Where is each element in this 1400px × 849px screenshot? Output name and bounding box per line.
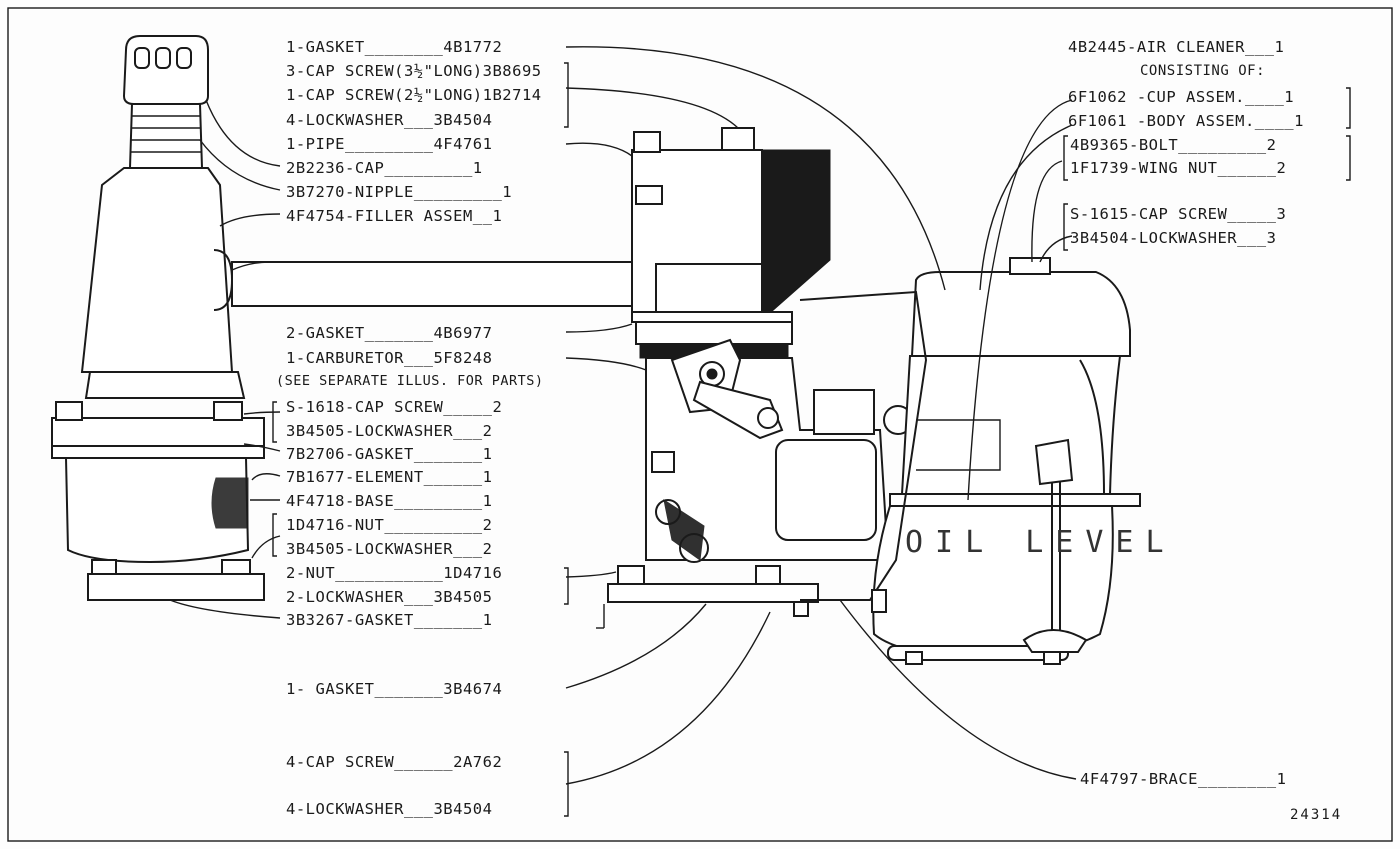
- label-brackets: [272, 62, 1351, 817]
- label-element-7b1677: 7B1677-ELEMENT______1: [286, 468, 493, 486]
- label-nipple-3b7270: 3B7270-NIPPLE_________1: [286, 183, 513, 201]
- label-lockwasher-3b4505-b: 3B4505-LOCKWASHER___2: [286, 540, 493, 558]
- label-cap-screw-3b8695: 3-CAP SCREW(3½"LONG)3B8695: [286, 62, 542, 80]
- frame-border: [7, 7, 1393, 842]
- label-bolt-4b9365: 4B9365-BOLT_________2: [1070, 136, 1277, 154]
- figure-number: 24314: [1290, 807, 1343, 823]
- oil-level-cast-text: OIL LEVEL: [905, 525, 1176, 560]
- label-cap-screw-s1618: S-1618-CAP SCREW_____2: [286, 398, 503, 416]
- carburetor-assembly: [596, 127, 913, 629]
- label-lockwasher-3b4504-right: 3B4504-LOCKWASHER___3: [1070, 229, 1277, 247]
- label-lockwasher-3b4505-a: 3B4505-LOCKWASHER___2: [286, 422, 493, 440]
- label-filler-assem-4f4754: 4F4754-FILLER ASSEM__1: [286, 207, 503, 225]
- label-brace-4f4797: 4F4797-BRACE________1: [1080, 770, 1287, 788]
- air-cleaner: [799, 257, 1141, 665]
- label-wing-nut-1f1739: 1F1739-WING NUT______2: [1070, 159, 1287, 177]
- filler-assembly: [51, 35, 633, 601]
- label-see-separate-illus: (SEE SEPARATE ILLUS. FOR PARTS): [276, 373, 544, 389]
- label-nut-1d4716: 1D4716-NUT__________2: [286, 516, 493, 534]
- label-lockwasher-2-3b4505: 2-LOCKWASHER___3B4505: [286, 588, 493, 606]
- label-gasket-4b6977: 2-GASKET_______4B6977: [286, 324, 493, 342]
- label-base-4f4718: 4F4718-BASE_________1: [286, 492, 493, 510]
- label-carburetor-5f8248: 1-CARBURETOR___5F8248: [286, 349, 493, 367]
- label-cap-screw-s1615: S-1615-CAP SCREW_____3: [1070, 205, 1287, 223]
- label-cup-assem-6f1062: 6F1062 -CUP ASSEM.____1: [1068, 88, 1295, 106]
- label-pipe-4f4761: 1-PIPE_________4F4761: [286, 135, 493, 153]
- label-consisting-of: CONSISTING OF:: [1140, 63, 1266, 79]
- label-cap-screw-2a762: 4-CAP SCREW______2A762: [286, 753, 503, 771]
- label-gasket-3b4674: 1- GASKET_______3B4674: [286, 680, 503, 698]
- label-gasket-3b3267: 3B3267-GASKET_______1: [286, 611, 493, 629]
- label-nut-2-1d4716: 2-NUT___________1D4716: [286, 564, 503, 582]
- label-lockwasher-3b4504-top: 4-LOCKWASHER___3B4504: [286, 111, 493, 129]
- label-air-cleaner-4b2445: 4B2445-AIR CLEANER___1: [1068, 38, 1285, 56]
- label-gasket-4b1772: 1-GASKET________4B1772: [286, 38, 503, 56]
- label-cap-2b2236: 2B2236-CAP_________1: [286, 159, 483, 177]
- label-gasket-7b2706: 7B2706-GASKET_______1: [286, 445, 493, 463]
- label-body-assem-6f1061: 6F1061 -BODY ASSEM.____1: [1068, 112, 1304, 130]
- label-cap-screw-1b2714: 1-CAP SCREW(2½"LONG)1B2714: [286, 86, 542, 104]
- leader-lines: [169, 46, 1077, 785]
- label-lockwasher-3b4504-bottom: 4-LOCKWASHER___3B4504: [286, 800, 493, 818]
